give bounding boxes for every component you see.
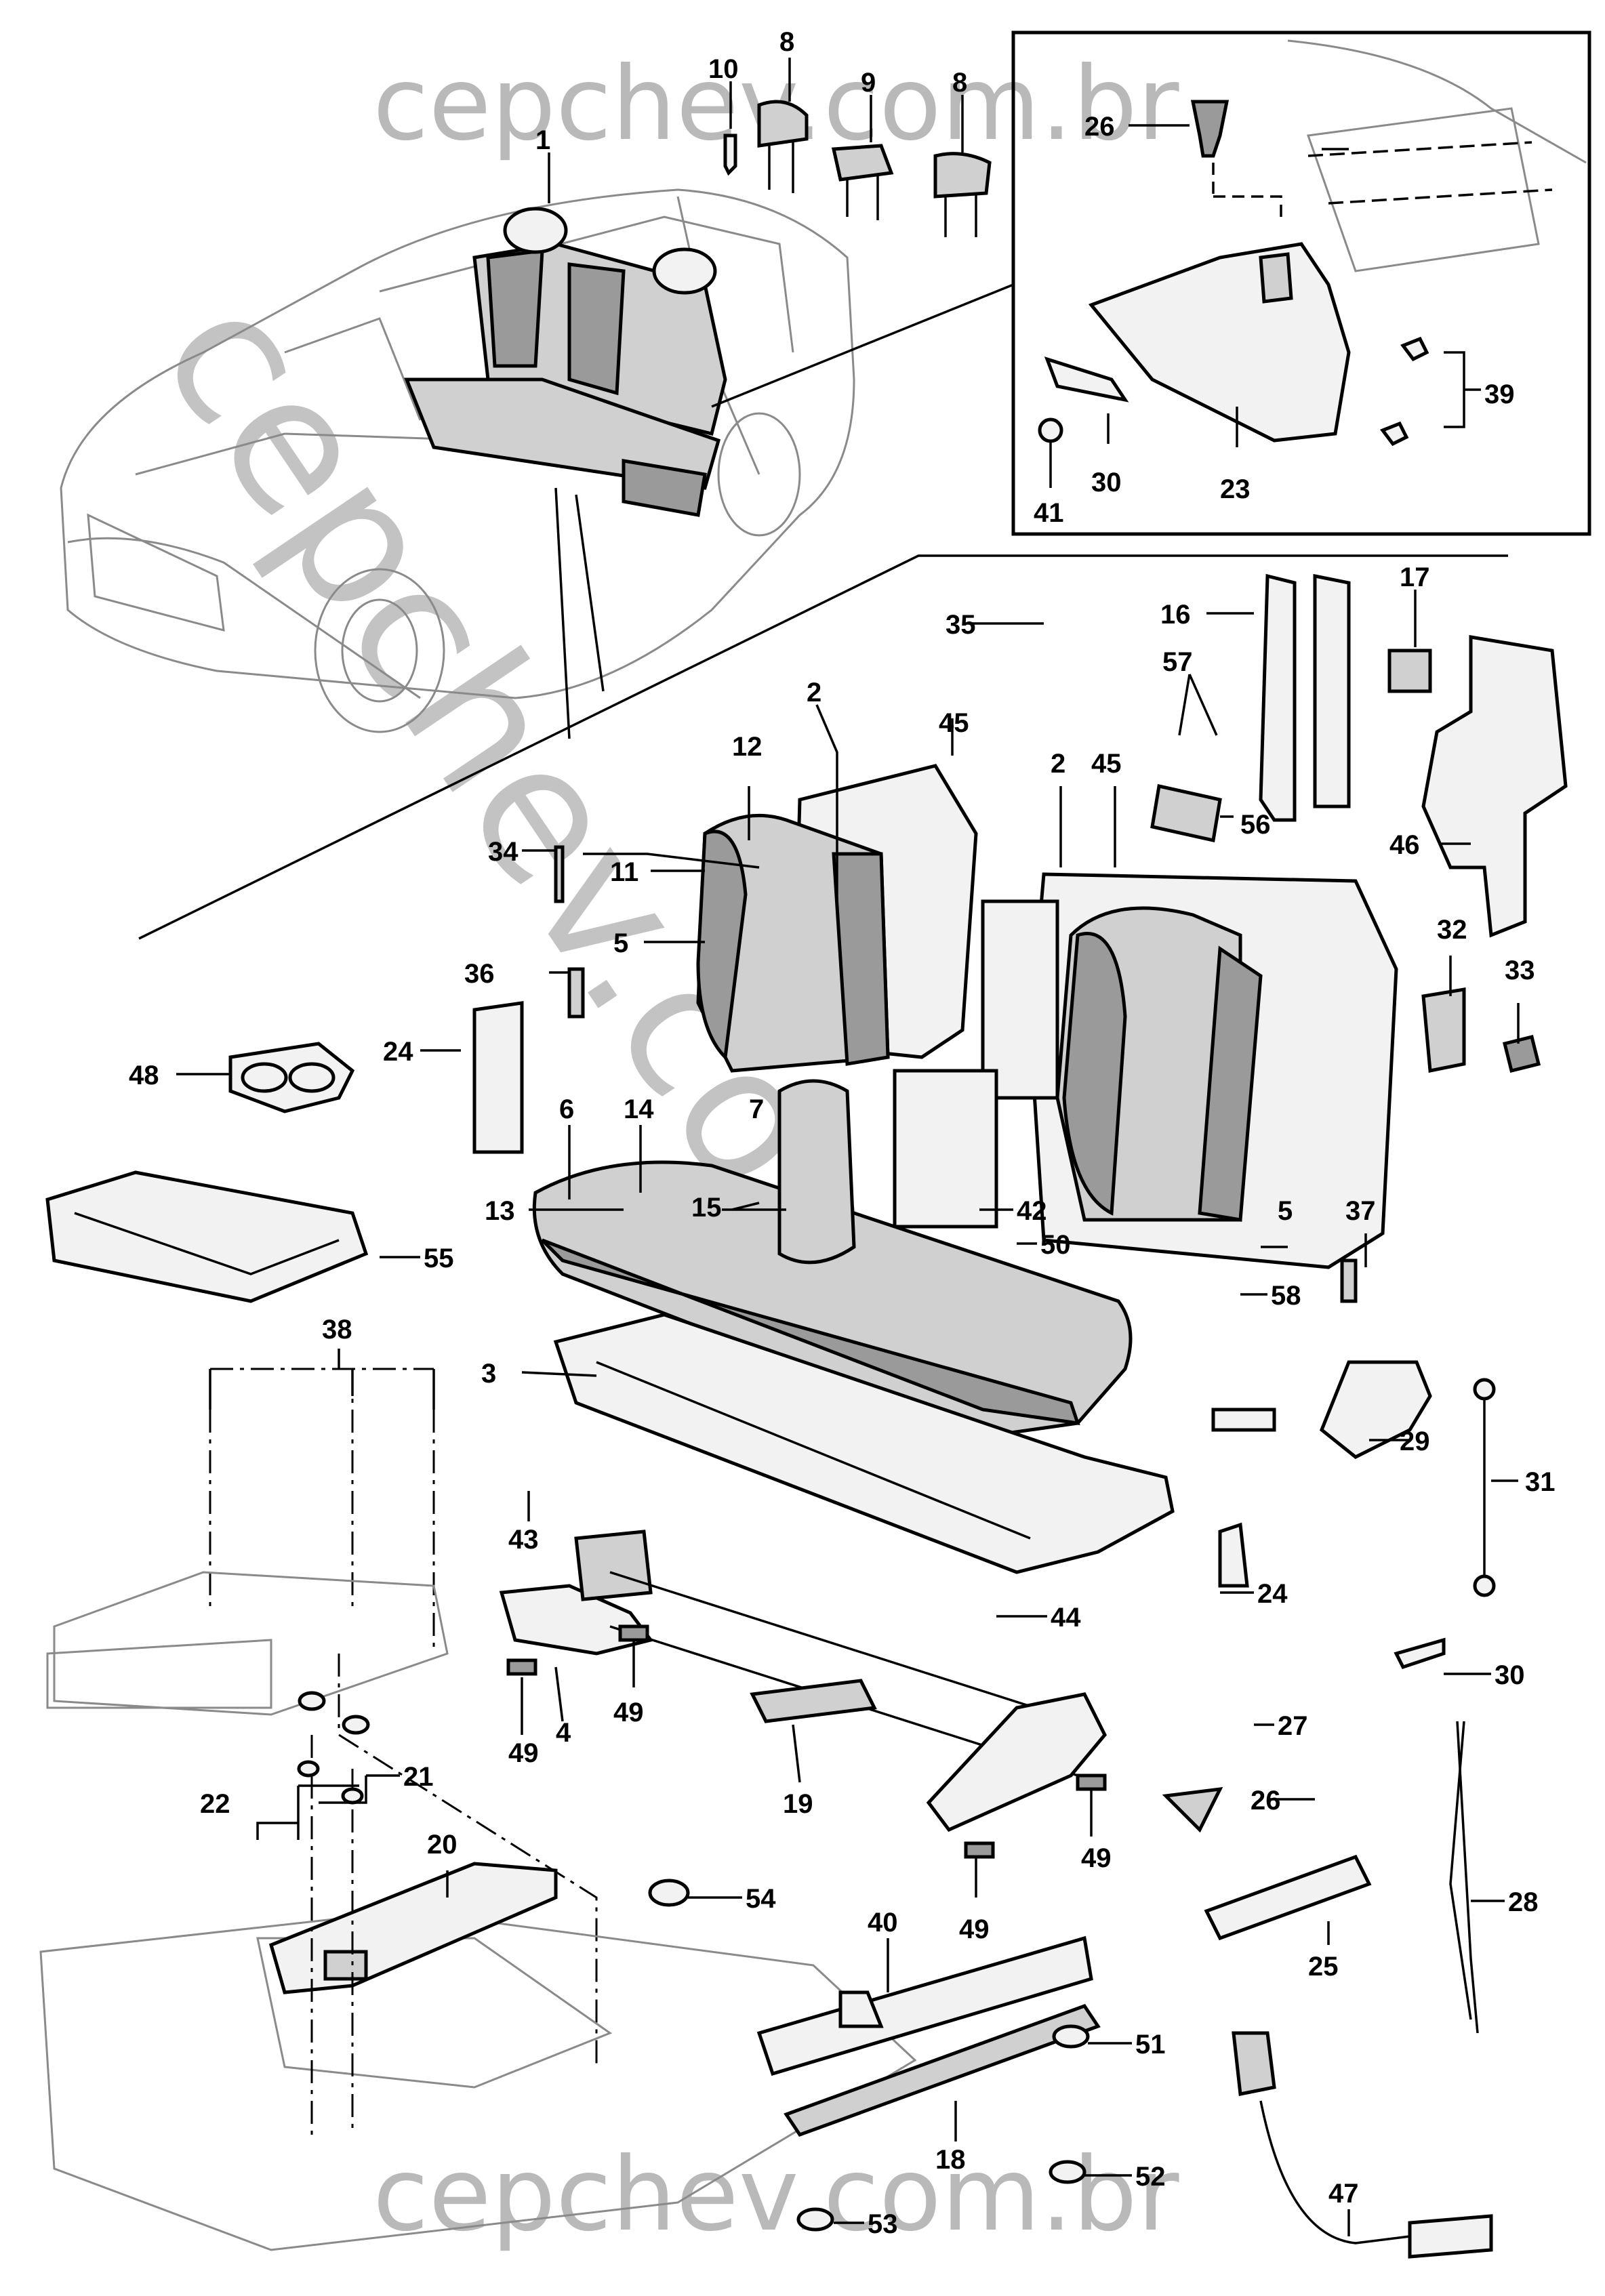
- callout-53: 53: [868, 2209, 898, 2239]
- callout-36: 36: [464, 959, 495, 989]
- callout-5a: 5: [613, 928, 628, 958]
- callout-45b: 45: [1091, 749, 1122, 779]
- callout-19: 19: [783, 1789, 813, 1819]
- callout-41: 41: [1034, 498, 1064, 528]
- callout-27: 27: [1278, 1711, 1308, 1741]
- callout-55: 55: [424, 1244, 454, 1273]
- leader-lines: [176, 58, 1520, 2236]
- callout-50: 50: [1040, 1230, 1071, 1260]
- callout-42: 42: [1017, 1196, 1047, 1226]
- callout-25: 25: [1308, 1952, 1339, 1982]
- seat-pan: [553, 1313, 1175, 1574]
- callout-16: 16: [1160, 600, 1191, 630]
- callout-14: 14: [624, 1094, 654, 1124]
- callout-49b: 49: [613, 1698, 644, 1727]
- callout-11: 11: [610, 857, 638, 887]
- callout-6: 6: [559, 1094, 574, 1124]
- callout-26b: 26: [1251, 1786, 1281, 1816]
- callout-9: 9: [861, 68, 876, 98]
- floor-and-rails-group: [39, 1368, 1101, 2251]
- callout-23: 23: [1220, 474, 1251, 504]
- callout-52: 52: [1135, 2162, 1166, 2192]
- callout-58: 58: [1271, 1281, 1301, 1311]
- callout-57: 57: [1162, 647, 1193, 677]
- callout-5b: 5: [1278, 1196, 1293, 1226]
- seat-cushion-group: [532, 1079, 1133, 1439]
- backrest-group: [696, 764, 1398, 1269]
- callout-12: 12: [732, 732, 763, 762]
- callout-24a: 24: [383, 1037, 413, 1067]
- callout-2a: 2: [807, 678, 821, 708]
- callout-48: 48: [129, 1061, 159, 1090]
- callout-56: 56: [1240, 810, 1271, 840]
- callout-3: 3: [481, 1359, 496, 1389]
- callout-7: 7: [749, 1094, 764, 1124]
- seat-frame: [499, 1530, 1107, 1859]
- car-outline-illustration: [60, 188, 855, 739]
- callout-8b: 8: [952, 68, 967, 98]
- callout-34: 34: [488, 837, 519, 867]
- headrest-group: [723, 100, 992, 237]
- callout-51: 51: [1135, 2030, 1166, 2059]
- callout-49a: 49: [508, 1738, 539, 1768]
- callout-13: 13: [485, 1196, 515, 1226]
- callout-35: 35: [946, 610, 976, 640]
- callout-44: 44: [1051, 1603, 1081, 1633]
- callout-2b: 2: [1051, 749, 1065, 779]
- callout-29: 29: [1400, 1427, 1430, 1456]
- callout-22: 22: [200, 1789, 230, 1819]
- callout-17: 17: [1400, 562, 1430, 592]
- callout-labels: 1 10 8 9 8 26 39 41 30 23 35 16 17 57 56…: [129, 27, 1556, 2239]
- callout-33: 33: [1505, 956, 1535, 985]
- inset-detail-box: [711, 30, 1591, 536]
- left-accessories-group: [45, 845, 585, 1303]
- callout-47: 47: [1328, 2179, 1359, 2209]
- callout-1: 1: [535, 125, 550, 155]
- callout-8a: 8: [779, 27, 794, 57]
- callout-18: 18: [935, 2145, 966, 2175]
- callout-15: 15: [691, 1193, 722, 1223]
- rear-seat-in-car: [404, 207, 727, 517]
- callout-21: 21: [403, 1762, 434, 1792]
- callout-40: 40: [868, 1908, 898, 1938]
- section-divider: [138, 554, 1508, 940]
- callout-39: 39: [1484, 380, 1515, 409]
- callout-26a: 26: [1084, 112, 1115, 142]
- callout-4: 4: [556, 1718, 571, 1748]
- right-hardware-group: [1150, 573, 1568, 2259]
- callout-38: 38: [322, 1315, 352, 1345]
- callout-43: 43: [508, 1525, 539, 1555]
- callout-31: 31: [1525, 1467, 1556, 1497]
- callout-20: 20: [427, 1830, 458, 1860]
- callout-46: 46: [1389, 830, 1420, 860]
- callout-28: 28: [1508, 1887, 1539, 1917]
- callout-30b: 30: [1495, 1660, 1525, 1690]
- callout-49c: 49: [1081, 1843, 1112, 1873]
- callout-49d: 49: [959, 1914, 990, 1944]
- callout-54: 54: [746, 1884, 776, 1914]
- callout-10: 10: [708, 54, 739, 84]
- watermark-bottom: cepchev.com.br: [373, 2136, 1179, 2254]
- callout-32: 32: [1437, 915, 1467, 945]
- callout-45a: 45: [939, 708, 969, 738]
- callout-24b: 24: [1257, 1579, 1288, 1609]
- callout-37: 37: [1345, 1196, 1376, 1226]
- callout-30a: 30: [1091, 468, 1122, 497]
